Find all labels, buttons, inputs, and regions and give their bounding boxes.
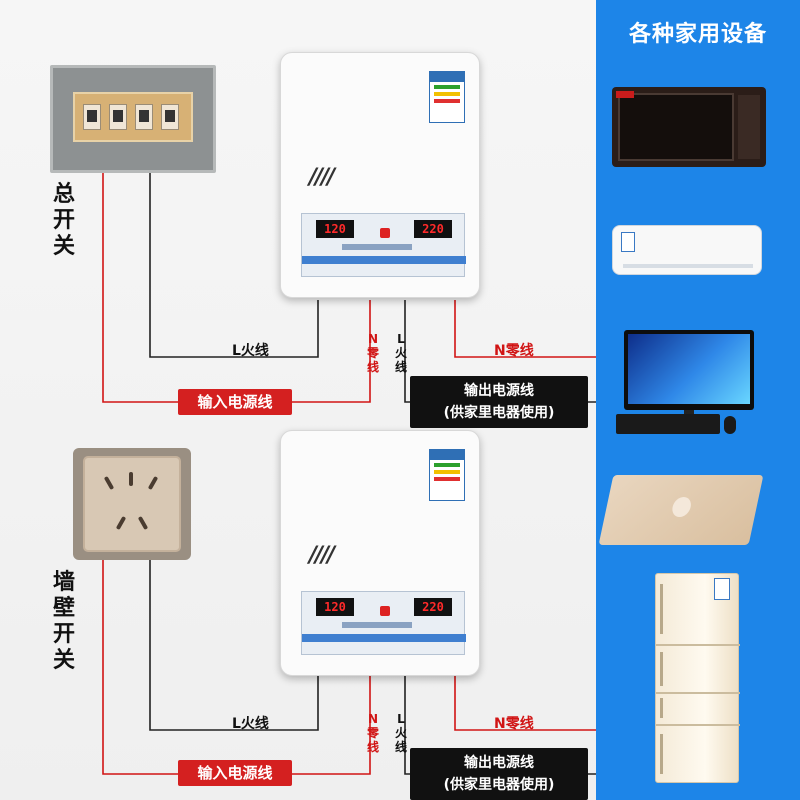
breaker-switch — [83, 104, 101, 130]
bottom-output-power-label: 输出电源线 (供家里电器使用) — [410, 748, 588, 800]
air-conditioner-icon — [612, 225, 762, 275]
top-live-wire-label: L火线 — [232, 343, 269, 359]
wall-switch-label: 墙壁开关 — [52, 570, 75, 673]
top-output-line2: (供家里电器使用) — [443, 405, 555, 421]
appliances-title: 各种家用设备 — [628, 22, 767, 47]
voltage-stabilizer-bottom: //// 120 220 — [280, 430, 480, 676]
top-output-line1: 输出电源线 — [464, 383, 534, 399]
top-output-neutral-wire — [454, 300, 600, 358]
input-voltage-display: 120 — [316, 598, 354, 616]
bottom-output-line1: 输出电源线 — [464, 755, 534, 771]
brand-logo-icon — [380, 606, 390, 616]
socket-plate — [83, 456, 181, 552]
control-panel: 120 220 — [301, 591, 466, 655]
computer-icon — [624, 330, 754, 420]
main-breaker-box — [50, 65, 216, 173]
bottom-output-neutral-label: N零线 — [494, 716, 534, 732]
bottom-neutral-vertical-label: N零线 — [366, 712, 379, 754]
main-switch-label: 总开关 — [52, 182, 75, 259]
breaker-switch — [161, 104, 179, 130]
energy-label-icon — [429, 71, 465, 123]
bottom-input-power-label: 输入电源线 — [178, 760, 292, 786]
bottom-output-line2: (供家里电器使用) — [443, 777, 555, 793]
bottom-live-vertical-label: L火线 — [394, 712, 407, 754]
keyboard-icon — [616, 414, 720, 434]
top-neutral-vertical-label: N零线 — [366, 332, 379, 374]
refrigerator-icon — [655, 573, 740, 783]
output-voltage-display: 220 — [414, 598, 452, 616]
laptop-icon — [598, 475, 764, 545]
breaker-switch — [135, 104, 153, 130]
microwave-icon — [612, 87, 766, 167]
bottom-live-wire-label: L火线 — [232, 716, 269, 732]
breaker-switch — [109, 104, 127, 130]
voltage-stabilizer-top: //// 120 220 — [280, 52, 480, 298]
energy-label-icon — [429, 449, 465, 501]
brand-logo-icon — [380, 228, 390, 238]
top-input-live-wire — [149, 172, 319, 358]
wall-socket — [73, 448, 191, 560]
output-voltage-display: 220 — [414, 220, 452, 238]
top-output-neutral-label: N零线 — [494, 343, 534, 359]
mouse-icon — [724, 416, 736, 434]
vent-icon: //// — [309, 165, 335, 190]
input-voltage-display: 120 — [316, 220, 354, 238]
bottom-input-live-wire — [149, 560, 319, 731]
breaker-panel — [73, 92, 193, 142]
top-output-power-label: 输出电源线 (供家里电器使用) — [410, 376, 588, 428]
top-live-vertical-label: L火线 — [394, 332, 407, 374]
control-panel: 120 220 — [301, 213, 466, 277]
bottom-output-neutral-wire — [454, 675, 600, 731]
top-input-power-label: 输入电源线 — [178, 389, 292, 415]
vent-icon: //// — [309, 543, 335, 568]
